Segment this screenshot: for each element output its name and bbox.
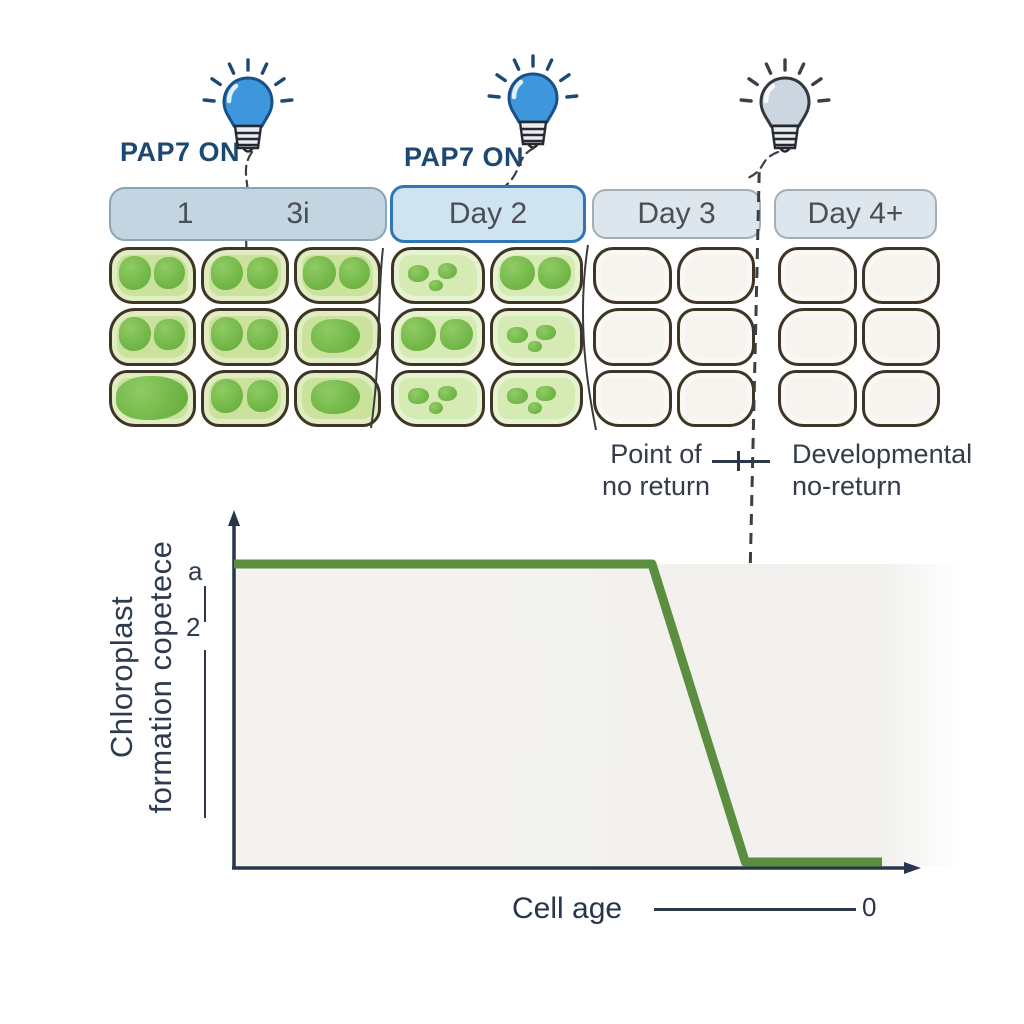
developmental-no-return-label: Developmental no-return [792, 438, 1002, 502]
chloroplast-blob [154, 257, 186, 289]
chloroplast-blob [116, 375, 188, 420]
day3-cell [593, 247, 672, 305]
day3-cell [593, 308, 672, 366]
day4-cell [778, 369, 857, 427]
day-bar-4: Day 4+ [774, 189, 937, 239]
chloroplast-blob [210, 256, 244, 291]
chloroplast-blob [439, 318, 473, 351]
point-of-no-return-line2: no return [601, 471, 711, 501]
day1-cell [109, 247, 197, 305]
day1-cell [201, 247, 289, 305]
chloroplast-blob [118, 256, 152, 291]
chloroplast-blob [536, 324, 556, 341]
chloroplast-blob [210, 317, 244, 352]
day1-cell [293, 369, 381, 427]
day2-label: Day 2 [448, 197, 528, 230]
day2-cell [391, 247, 485, 305]
day2-cells [391, 247, 583, 427]
x-axis-end-label: 0 [862, 892, 877, 922]
day1-cell [201, 308, 289, 366]
day3-cells [593, 247, 755, 427]
chloroplast-blob [437, 263, 457, 279]
annotation-connector-tick [737, 451, 740, 471]
chloroplast-blob [527, 341, 542, 353]
day2-cell [391, 369, 485, 427]
chloroplast-blob [429, 402, 443, 414]
developmental-line2: no-return [792, 471, 902, 501]
day4-cells [778, 247, 940, 427]
chloroplast-blob [429, 279, 443, 292]
x-axis-label: Cell age [512, 892, 623, 925]
day1-label-part1: 1 [176, 197, 194, 230]
x-label-dash-line [654, 908, 856, 911]
competence-chart [228, 510, 964, 874]
chloroplast-blob [408, 388, 429, 405]
chloroplast-blob [437, 386, 457, 402]
day1-cell [293, 308, 381, 366]
day1-label-part2: 3i [286, 197, 310, 230]
day4-cell [778, 247, 857, 305]
lightbulb-on-icon [487, 54, 579, 149]
chloroplast-blob [311, 380, 361, 415]
chloroplast-blob [338, 257, 370, 289]
chloroplast-blob [311, 319, 361, 353]
developmental-line1: Developmental [792, 439, 973, 469]
y-tick-label-2: 2 [186, 612, 201, 642]
annotation-connector-line [712, 460, 770, 463]
pap7-on-label-1: PAP7 ON [120, 137, 241, 167]
chloroplast-blob [154, 318, 186, 351]
chloroplast-blob [506, 388, 528, 405]
chloroplast-blob [303, 256, 336, 291]
y-tick-stroke [204, 650, 206, 818]
x-axis-arrowhead [904, 862, 921, 874]
competence-line [234, 559, 882, 867]
chloroplast-blob [536, 386, 556, 402]
day1-cell [201, 369, 289, 427]
day3-cell [593, 369, 672, 427]
pap7-on-label-2: PAP7 ON [404, 142, 525, 172]
bulb-connector-line [746, 150, 780, 180]
day3-label: Day 3 [637, 197, 716, 230]
chloroplast-blob [506, 326, 528, 344]
y-axis-label: Chloroplast formation copetece [102, 467, 180, 887]
day3-cell [676, 247, 755, 305]
chloroplast-blob [499, 256, 535, 291]
chloroplast-blob [401, 317, 436, 352]
day1-cell [109, 308, 197, 366]
day4-cell [861, 247, 940, 305]
day2-cell [489, 369, 583, 427]
day2-cell [489, 308, 583, 366]
day4-cell [778, 308, 857, 366]
chloroplast-blob [246, 257, 278, 289]
point-of-no-return-label: Point of no return [592, 438, 720, 502]
plot-background [234, 564, 964, 866]
day4-cell [861, 369, 940, 427]
day-bar-3: Day 3 [592, 189, 761, 239]
day-bar-1: 1 3i [109, 187, 387, 241]
chloroplast-blob [527, 402, 542, 414]
day4-label: Day 4+ [807, 197, 904, 230]
day2-cell [489, 247, 583, 305]
point-of-no-return-line1: Point of [610, 439, 702, 469]
y-tick-stroke [204, 586, 206, 622]
day2-cell [391, 308, 485, 366]
day1-cell [293, 247, 381, 305]
chloroplast-blob [210, 378, 244, 413]
chloroplast-blob [408, 265, 429, 282]
y-axis-label-line1: Chloroplast [104, 595, 139, 759]
y-tick-label-top: a [188, 556, 203, 586]
day-bar-2: Day 2 [390, 185, 586, 243]
chloroplast-blob [538, 257, 572, 289]
chloroplast-blob [246, 318, 278, 351]
y-axis-arrowhead [228, 510, 240, 526]
chloroplast-blob [118, 317, 152, 352]
day1-cell [109, 369, 197, 427]
y-axis-label-line2: formation copetece [143, 540, 178, 814]
region-boundary-line [370, 244, 597, 431]
day4-cell [861, 308, 940, 366]
lightbulb-off-icon [739, 58, 831, 153]
day1-cells [109, 247, 381, 427]
lightbulb-on-icon [202, 58, 294, 153]
chloroplast-blob [246, 379, 278, 412]
